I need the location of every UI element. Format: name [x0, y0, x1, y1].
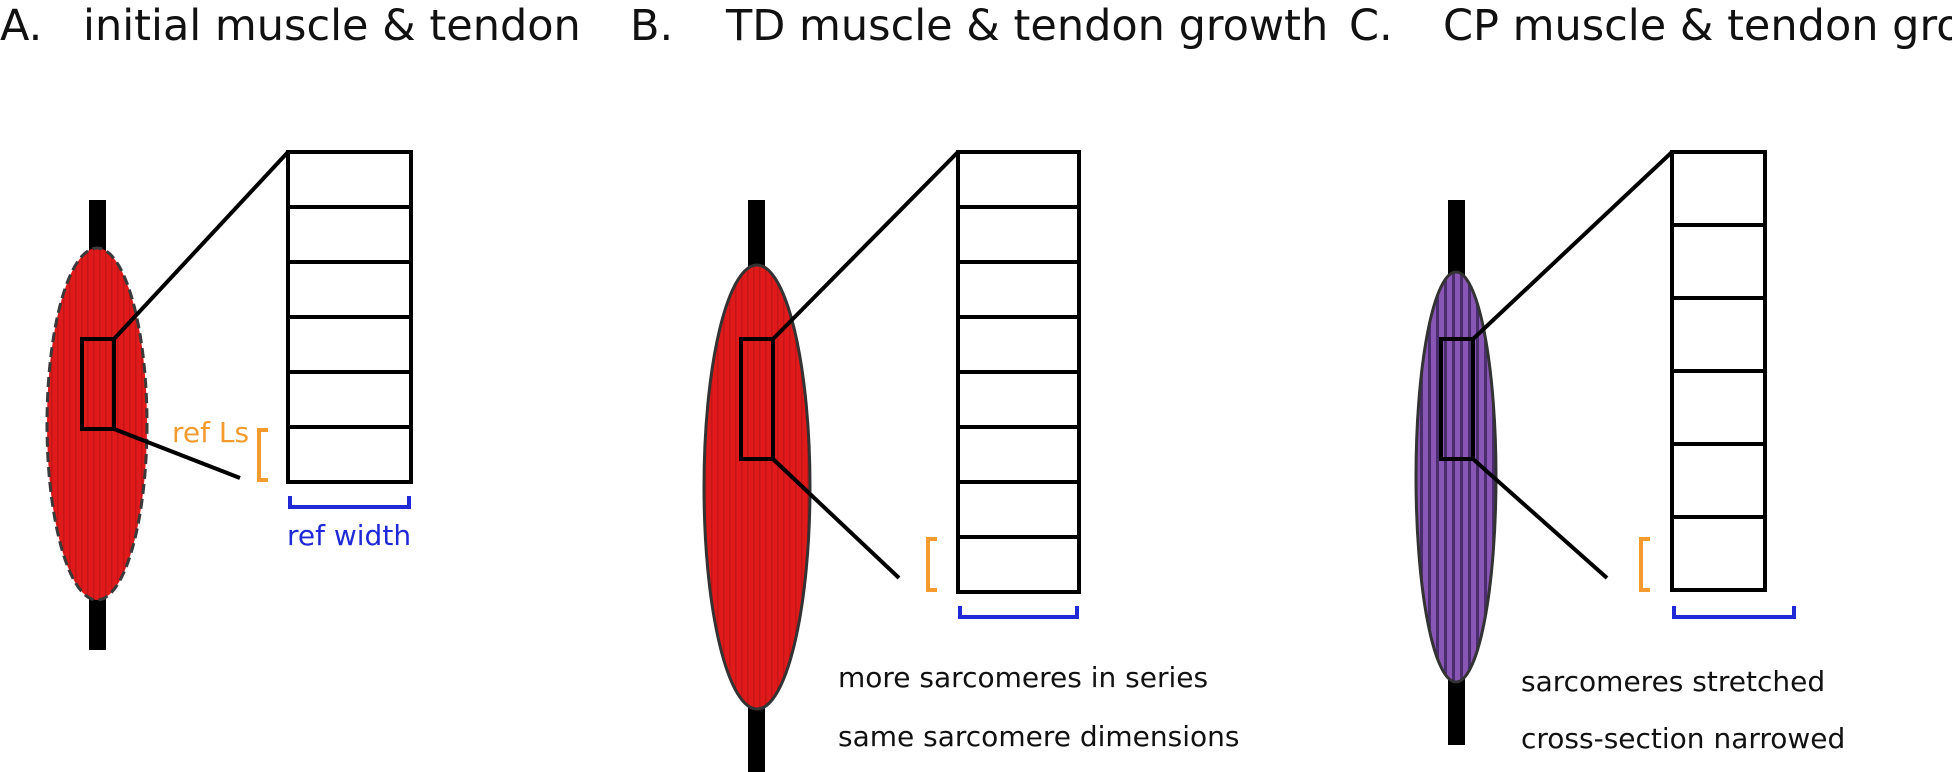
- panel-c-sarcomere: [1670, 442, 1767, 519]
- panel-a-zoom-line-bottom: [113, 427, 241, 480]
- panel-c-width-bracket: [1672, 606, 1796, 619]
- panel-b: B. TD muscle & tendon growth more sarcom…: [630, 1, 1328, 772]
- panel-b-sarcomere: [956, 315, 1081, 374]
- panel-a-sarcomere: [286, 150, 413, 209]
- panel-a-zoom-box: [80, 337, 116, 431]
- panel-c-zoom-box: [1439, 337, 1475, 461]
- panel-c: C. CP muscle & tendon growth sarcomeres …: [1349, 1, 1952, 755]
- panel-b-sarcomere: [956, 370, 1081, 429]
- panel-b-zoom-line-top: [771, 150, 960, 341]
- panel-a-sarcomere-stack: [286, 150, 413, 484]
- panel-c-length-bracket: [1639, 537, 1650, 592]
- panel-a-sarcomere: [286, 425, 413, 484]
- panel-c-sarcomere: [1670, 369, 1767, 446]
- panel-b-letter: B.: [630, 1, 673, 51]
- panel-c-sarcomere: [1670, 150, 1767, 227]
- panel-a-width-label: ref width: [287, 519, 411, 552]
- panel-b-sarcomere: [956, 205, 1081, 264]
- panel-c-sarcomere: [1670, 223, 1767, 300]
- panel-a-sarcomere: [286, 315, 413, 374]
- panel-a-sarcomere: [286, 260, 413, 319]
- panel-b-width-bracket: [958, 606, 1079, 619]
- panel-a-letter: A.: [0, 1, 42, 51]
- panel-c-sarcomere: [1670, 515, 1767, 592]
- panel-a-width-bracket: [288, 496, 411, 509]
- panel-b-title: TD muscle & tendon growth: [725, 1, 1328, 51]
- panel-b-sarcomere: [956, 150, 1081, 209]
- panel-c-sarcomere: [1670, 296, 1767, 373]
- panel-a-muscle-belly: [45, 246, 149, 602]
- panel-a-length-label: ref Ls: [172, 416, 249, 449]
- panel-a-zoom-line-top: [112, 150, 290, 341]
- panel-c-muscle-belly: [1414, 270, 1498, 684]
- panel-b-sarcomere: [956, 260, 1081, 319]
- panel-b-note-1: more sarcomeres in series: [838, 661, 1208, 694]
- panel-b-zoom-box: [739, 337, 775, 461]
- panel-a-sarcomere: [286, 370, 413, 429]
- panel-c-zoom-line-bottom: [1471, 457, 1609, 580]
- panel-a: A. initial muscle & tendon ref Ls ref wi…: [0, 1, 581, 650]
- panel-b-sarcomere: [956, 425, 1081, 484]
- panel-c-letter: C.: [1349, 1, 1393, 51]
- panel-a-length-bracket: [257, 428, 268, 482]
- panel-c-note-1: sarcomeres stretched: [1521, 665, 1825, 698]
- panel-b-note-2: same sarcomere dimensions: [838, 720, 1239, 753]
- panel-b-zoom-line-bottom: [771, 457, 901, 580]
- panel-c-zoom-line-top: [1471, 150, 1674, 341]
- panel-b-muscle-belly: [702, 263, 812, 711]
- panel-c-title: CP muscle & tendon growth: [1443, 1, 1952, 51]
- panel-c-note-2: cross-section narrowed: [1521, 722, 1845, 755]
- panel-c-sarcomere-stack: [1670, 150, 1767, 592]
- panel-a-title: initial muscle & tendon: [83, 1, 581, 51]
- panel-b-sarcomere: [956, 535, 1081, 594]
- panel-b-sarcomere-stack: [956, 150, 1081, 594]
- panel-b-sarcomere: [956, 480, 1081, 539]
- panel-b-length-bracket: [926, 537, 937, 592]
- panel-a-sarcomere: [286, 205, 413, 264]
